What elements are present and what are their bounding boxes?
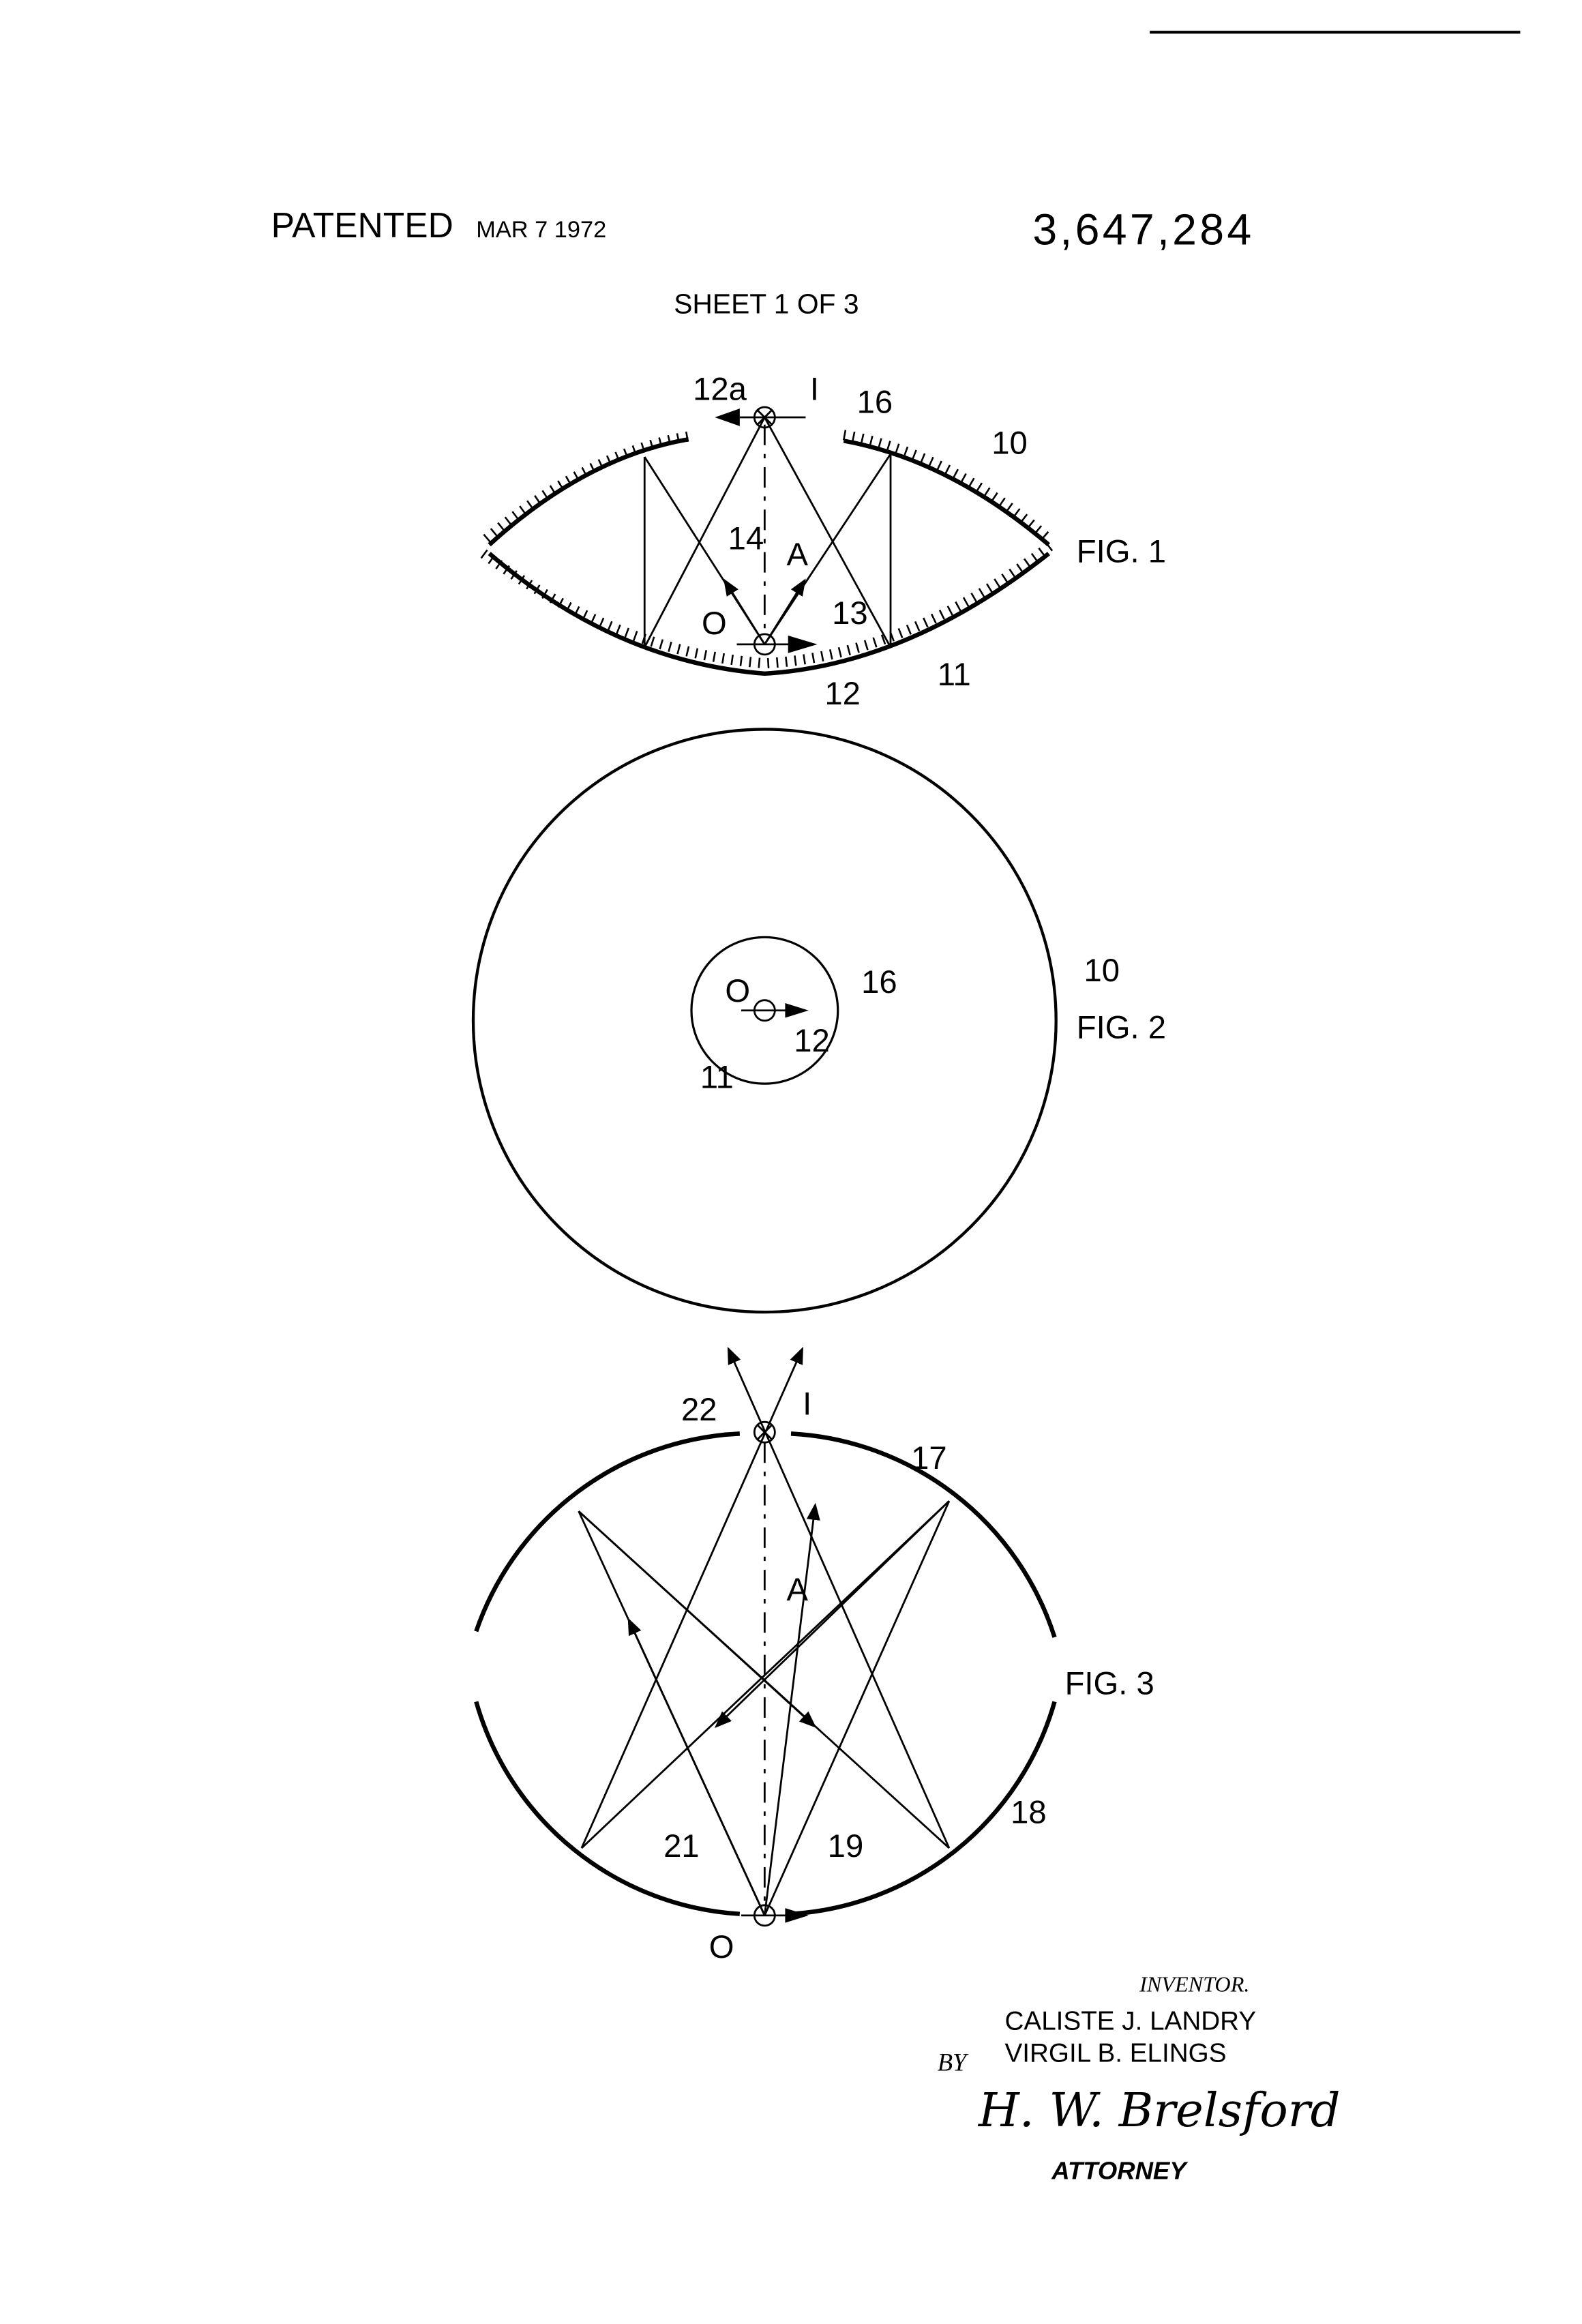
signature-block: INVENTOR. CALISTE J. LANDRY VIRGIL B. EL… (938, 1972, 1341, 2185)
fig-3-title: FIG. 3 (1065, 1666, 1154, 1702)
label-12: 12 (794, 1023, 830, 1059)
label-12: 12 (824, 676, 861, 712)
patent-number: 3,647,284 (1032, 205, 1254, 254)
label-a: A (787, 1572, 809, 1608)
label-17: 17 (911, 1440, 947, 1476)
mirror-17-left (474, 1431, 740, 1633)
attorney-signature: H. W. Brelsford (977, 2083, 1341, 2138)
label-10: 10 (991, 426, 1028, 462)
label-22: 22 (681, 1392, 717, 1428)
label-10: 10 (1084, 953, 1120, 989)
image-point-i (753, 1420, 776, 1444)
fig-1-title: FIG. 1 (1077, 534, 1166, 570)
inventor-name-1: CALISTE J. LANDRY (1005, 2006, 1257, 2036)
mirror-17-right (790, 1431, 1057, 1638)
label-o: O (725, 973, 750, 1009)
label-16: 16 (857, 385, 893, 421)
fig-1: 12a I 16 10 14 A 13 O 12 11 FIG. 1 (480, 371, 1166, 712)
label-12a: 12a (693, 371, 747, 407)
label-i: I (810, 371, 819, 407)
fig-3: 22 I 17 A 21 19 18 O FIG. 3 (474, 1346, 1154, 1965)
inventor-label: INVENTOR. (1139, 1972, 1249, 1997)
label-o: O (709, 1929, 734, 1965)
patented-label: PATENTED (271, 205, 453, 245)
sheet-number: SHEET 1 OF 3 (674, 288, 859, 320)
label-13: 13 (832, 595, 868, 631)
mirror-18-right (790, 1701, 1057, 1916)
inventor-name-2: VIRGIL B. ELINGS (1005, 2039, 1227, 2068)
label-a: A (787, 537, 809, 573)
label-19: 19 (828, 1828, 864, 1864)
attorney-label: ATTORNEY (1051, 2156, 1189, 2184)
by-label: BY (938, 2048, 969, 2076)
mirror-11 (480, 540, 1055, 669)
label-16: 16 (861, 964, 897, 1000)
label-18: 18 (1011, 1795, 1047, 1831)
fig-2-title: FIG. 2 (1077, 1010, 1166, 1046)
mirror-10-right (843, 430, 1052, 543)
label-21: 21 (663, 1828, 700, 1864)
aperture-16-circle (690, 936, 839, 1085)
label-11: 11 (700, 1060, 734, 1096)
label-14: 14 (728, 520, 764, 556)
label-11: 11 (938, 657, 971, 693)
label-o: O (702, 606, 727, 642)
patent-date: MAR 7 1972 (476, 217, 606, 243)
mirror-10-circle (471, 728, 1058, 1314)
label-i: I (803, 1386, 811, 1422)
fig-2: O 16 12 11 10 FIG. 2 (471, 728, 1166, 1314)
mirror-18-left (474, 1701, 741, 1916)
